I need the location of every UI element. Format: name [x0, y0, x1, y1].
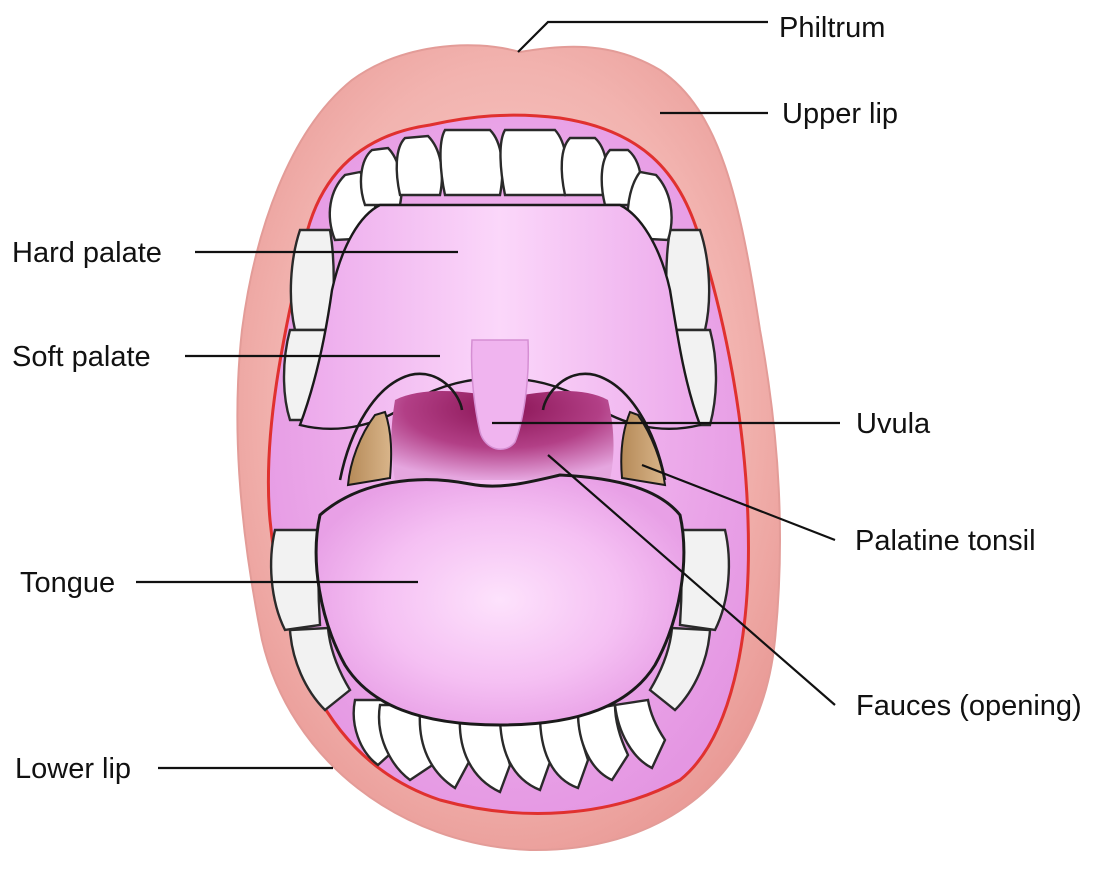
label-upper-lip: Upper lip — [782, 98, 898, 130]
label-palatine-tonsil: Palatine tonsil — [855, 525, 1036, 557]
tongue — [316, 475, 684, 725]
label-uvula: Uvula — [856, 408, 931, 440]
label-tongue: Tongue — [20, 567, 115, 599]
label-hard-palate: Hard palate — [12, 237, 162, 269]
label-fauces: Fauces (opening) — [856, 690, 1082, 722]
label-philtrum: Philtrum — [779, 12, 885, 44]
label-lower-lip: Lower lip — [15, 753, 131, 785]
label-soft-palate: Soft palate — [12, 341, 151, 373]
